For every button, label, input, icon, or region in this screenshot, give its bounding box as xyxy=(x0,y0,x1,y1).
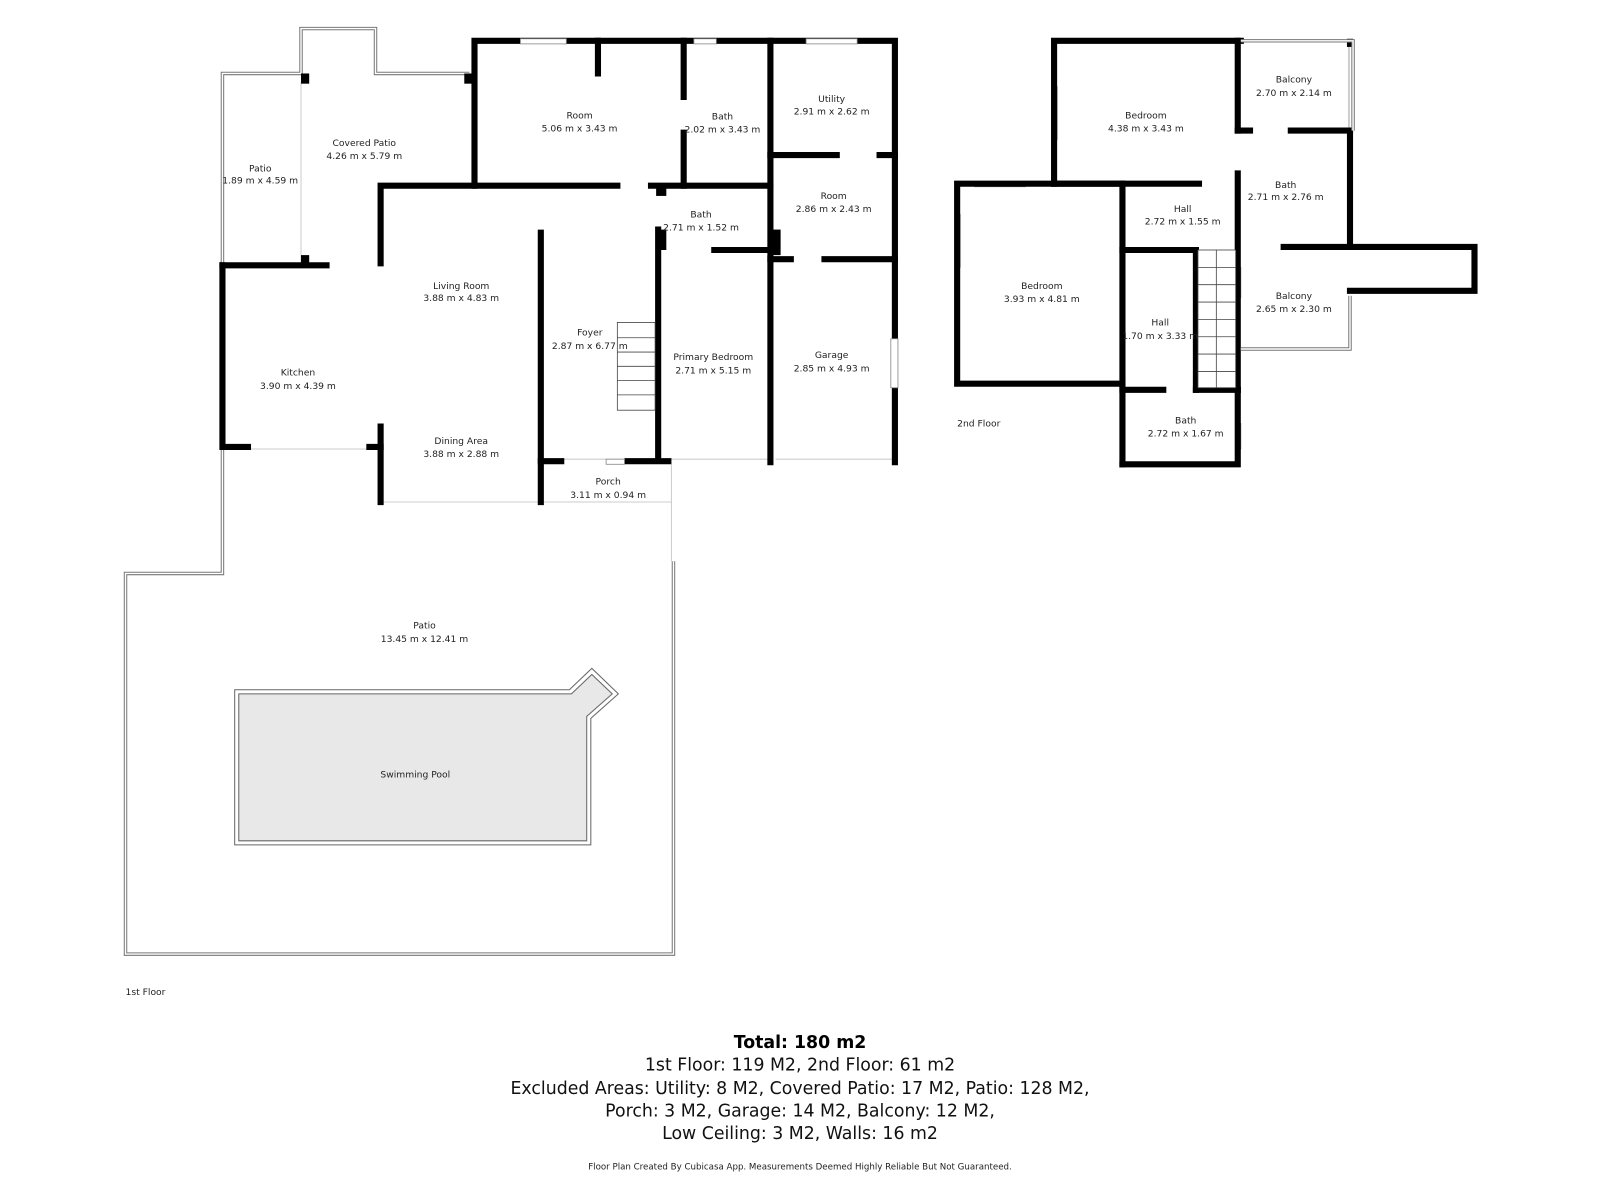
stairs-first-floor xyxy=(616,322,656,411)
summary-line: Excluded Areas: Utility: 8 M2, Covered P… xyxy=(510,1079,1089,1099)
room-name: Patio xyxy=(413,621,436,632)
floor-label: 1st Floor xyxy=(126,987,166,998)
summary-line: 1st Floor: 119 M2, 2nd Floor: 61 m2 xyxy=(645,1055,955,1075)
room-dims: 3.88 m x 4.83 m xyxy=(423,293,499,304)
room-name: Covered Patio xyxy=(333,138,397,149)
room-name: Porch xyxy=(596,477,621,488)
room-dims: 2.70 m x 2.14 m xyxy=(1256,88,1332,99)
second-floor-walls xyxy=(954,37,1478,468)
floor-label: 2nd Floor xyxy=(957,419,1000,430)
room-dims: 2.87 m x 6.77 m xyxy=(552,341,628,352)
room-dims: 2.71 m x 2.76 m xyxy=(1248,192,1324,203)
room-dims: 3.88 m x 2.88 m xyxy=(423,449,499,460)
first-floor-labels: Room 5.06 m x 3.43 m Bath 2.02 m x 3.43 … xyxy=(126,94,872,998)
room-name: Balcony xyxy=(1276,75,1313,86)
room-dims: 2.91 m x 2.62 m xyxy=(794,106,870,117)
room-dims: 2.85 m x 4.93 m xyxy=(794,363,870,374)
room-dims: 5.06 m x 3.43 m xyxy=(542,124,618,135)
room-name: Balcony xyxy=(1276,291,1313,302)
room-name: Room xyxy=(567,110,593,121)
room-name: Hall xyxy=(1174,204,1192,215)
first-floor-walls xyxy=(219,37,898,506)
room-dims: 2.71 m x 5.15 m xyxy=(675,365,751,376)
room-dims: 2.02 m x 3.43 m xyxy=(685,125,761,136)
room-name: Room xyxy=(821,191,847,202)
room-dims: 3.90 m x 4.39 m xyxy=(260,381,336,392)
room-name: Garage xyxy=(815,350,849,361)
outdoor-outlines xyxy=(123,26,895,956)
room-dims: 3.11 m x 0.94 m xyxy=(570,490,646,501)
summary-line: Low Ceiling: 3 M2, Walls: 16 m2 xyxy=(662,1124,938,1144)
room-name: Living Room xyxy=(433,281,489,292)
room-name: Bath xyxy=(690,209,712,220)
disclaimer: Floor Plan Created By Cubicasa App. Meas… xyxy=(588,1162,1012,1172)
room-dims: 2.72 m x 1.55 m xyxy=(1145,216,1221,227)
room-name: Primary Bedroom xyxy=(673,352,753,363)
room-dims: 2.65 m x 2.30 m xyxy=(1256,304,1332,315)
room-dims: 2.86 m x 2.43 m xyxy=(796,204,872,215)
room-dims: 2.71 m x 1.52 m xyxy=(663,223,739,234)
room-name: Bath xyxy=(1275,180,1297,191)
total-area: Total: 180 m2 xyxy=(734,1033,867,1053)
room-dims: 3.93 m x 4.81 m xyxy=(1004,294,1080,305)
room-name: Dining Area xyxy=(434,436,488,447)
room-dims: 4.26 m x 5.79 m xyxy=(326,151,402,162)
room-name: Hall xyxy=(1151,318,1169,329)
room-name: Utility xyxy=(818,94,846,105)
second-floor-labels: Bedroom 4.38 m x 3.43 m Balcony 2.70 m x… xyxy=(957,75,1332,440)
room-name: Bath xyxy=(1175,415,1197,426)
room-name: Bath xyxy=(712,111,734,122)
area-summary: Total: 180 m2 1st Floor: 119 M2, 2nd Flo… xyxy=(510,1033,1089,1172)
summary-line: Porch: 3 M2, Garage: 14 M2, Balcony: 12 … xyxy=(605,1101,995,1121)
room-dims: 13.45 m x 12.41 m xyxy=(381,634,469,645)
room-dims: 1.70 m x 3.33 m xyxy=(1122,331,1198,342)
room-name: Swimming Pool xyxy=(380,770,450,781)
room-name: Bedroom xyxy=(1125,110,1167,121)
room-name: Patio xyxy=(249,163,272,174)
stairs-second-floor xyxy=(1197,249,1237,389)
room-name: Bedroom xyxy=(1021,281,1063,292)
room-name: Kitchen xyxy=(281,368,316,379)
room-dims: 1.89 m x 4.59 m xyxy=(222,176,298,187)
room-name: Foyer xyxy=(577,328,603,339)
room-dims: 2.72 m x 1.67 m xyxy=(1148,429,1224,440)
swimming-pool xyxy=(234,667,620,846)
room-dims: 4.38 m x 3.43 m xyxy=(1108,124,1184,135)
